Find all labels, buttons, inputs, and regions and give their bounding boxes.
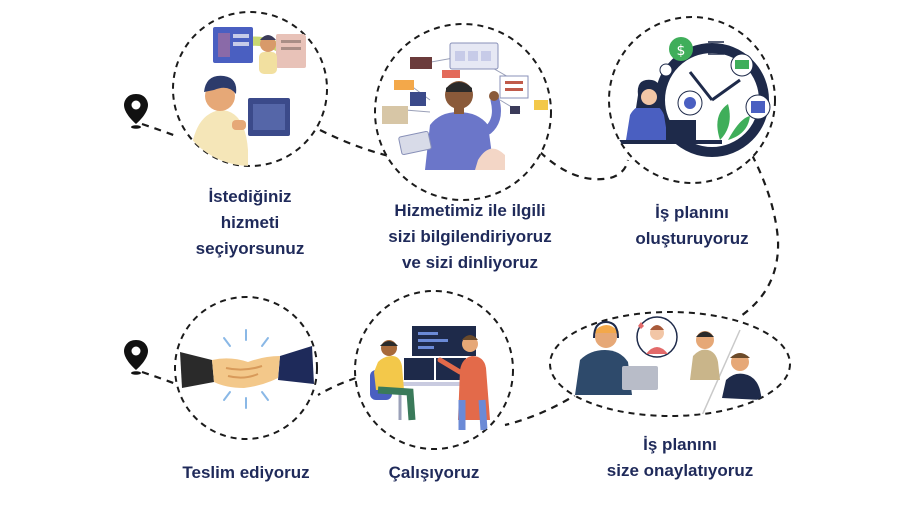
person-choosing-service-icon	[190, 27, 306, 166]
location-pin-icon	[124, 94, 148, 129]
step-plan-line: oluşturuyoruz	[635, 229, 749, 248]
connector-pin-to-step1	[141, 122, 177, 138]
step-deliver-line: Teslim ediyoruz	[182, 463, 310, 482]
step-plan-illustration: $	[608, 16, 776, 184]
connector-step3-to-step4	[737, 154, 780, 319]
clock-planning-icon: $	[612, 37, 771, 157]
svg-text:$: $	[677, 43, 686, 59]
step-approve-line: İş planını	[643, 435, 717, 454]
step-select-illustration	[172, 11, 328, 167]
step-select-line: İstediğiniz	[208, 187, 292, 206]
step-approve-label: İş planını size onaylatıyoruz	[590, 432, 770, 484]
step-deliver-label: Teslim ediyoruz	[166, 460, 326, 486]
step-inform-label: Hizmetimiz ile ilgili sizi bilgilendiriy…	[370, 198, 570, 276]
location-pin-icon	[124, 340, 148, 375]
step-work-line: Çalışıyoruz	[388, 463, 480, 482]
connector-step2-to-step3	[539, 151, 630, 181]
step-work-illustration	[354, 290, 514, 450]
call-center-approval-icon	[575, 316, 762, 416]
step-work-label: Çalışıyoruz	[364, 460, 504, 486]
connector-paths	[141, 122, 780, 427]
team-working-icon	[370, 326, 490, 431]
presenter-network-icon	[382, 42, 548, 170]
step-inform-line: ve sizi dinliyoruz	[401, 253, 539, 272]
step-deliver-illustration	[174, 296, 318, 440]
connector-step5-to-step6	[317, 376, 357, 396]
step-inform-line: sizi bilgilendiriyoruz	[388, 227, 552, 246]
connector-pin-to-step6	[141, 370, 177, 386]
step-approve-illustration	[549, 311, 791, 417]
handshake-icon	[180, 329, 314, 409]
step-plan-line: İş planını	[655, 203, 729, 222]
step-approve-line: size onaylatıyoruz	[606, 461, 754, 480]
step-inform-illustration	[374, 23, 552, 201]
step-select-label: İstediğiniz hizmeti seçiyorsunuz	[170, 184, 330, 262]
step-inform-line: Hizmetimiz ile ilgili	[394, 201, 546, 220]
connector-step1-to-step2	[319, 129, 399, 160]
step-select-line: hizmeti	[220, 213, 280, 232]
connector-step4-to-step5	[504, 391, 581, 427]
step-plan-label: İş planını oluşturuyoruz	[612, 200, 772, 252]
step-select-line: seçiyorsunuz	[195, 239, 305, 258]
